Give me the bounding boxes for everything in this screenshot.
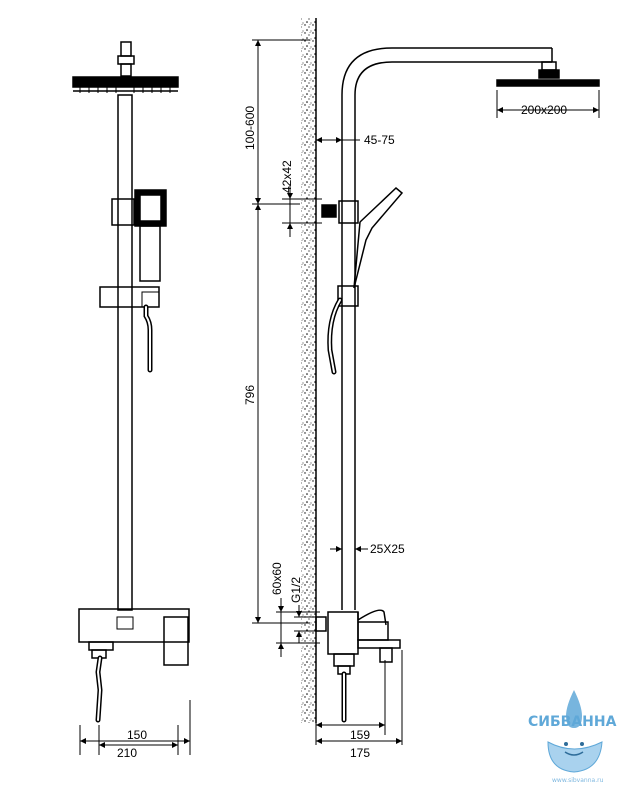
shower-head-front bbox=[72, 76, 179, 93]
shower-head-side bbox=[496, 79, 600, 87]
dim-holder-bracket: 42x42 bbox=[280, 160, 294, 193]
brand-logo: СИБВАННА www.sibvanna.ru bbox=[528, 690, 617, 784]
top-connector bbox=[120, 41, 132, 57]
dim-depth-159: 159 bbox=[350, 728, 370, 742]
dim-depth-175: 175 bbox=[350, 746, 370, 760]
dim-mixer-body: 60x60 bbox=[270, 562, 284, 595]
side-view bbox=[315, 47, 600, 723]
dim-head-size: 200x200 bbox=[521, 103, 567, 117]
shower-bar-front bbox=[117, 94, 133, 611]
front-dimensions bbox=[79, 700, 191, 755]
dim-bar-section: 25X25 bbox=[370, 542, 405, 556]
side-dimensions bbox=[252, 39, 600, 745]
dim-total-height: 796 bbox=[243, 385, 257, 405]
dim-overhead-arm: 100-600 bbox=[243, 106, 257, 150]
brand-url: www.sibvanna.ru bbox=[552, 777, 604, 784]
dim-thread: G1/2 bbox=[289, 577, 303, 603]
slider-front bbox=[99, 286, 160, 308]
mixer-side bbox=[315, 609, 401, 675]
holder-bracket-side bbox=[338, 200, 359, 224]
dim-width-210: 210 bbox=[117, 746, 137, 760]
slider-side bbox=[337, 285, 359, 307]
hand-shower-side bbox=[353, 186, 404, 289]
front-view bbox=[72, 41, 190, 723]
holder-bracket-front bbox=[111, 198, 135, 226]
shower-arm-side bbox=[341, 47, 552, 610]
wall-section bbox=[301, 18, 316, 723]
dim-wall-clearance: 45-75 bbox=[364, 133, 395, 147]
mixer-front bbox=[78, 608, 190, 666]
dim-width-150: 150 bbox=[127, 728, 147, 742]
brand-name: СИБВАННА bbox=[528, 714, 617, 730]
